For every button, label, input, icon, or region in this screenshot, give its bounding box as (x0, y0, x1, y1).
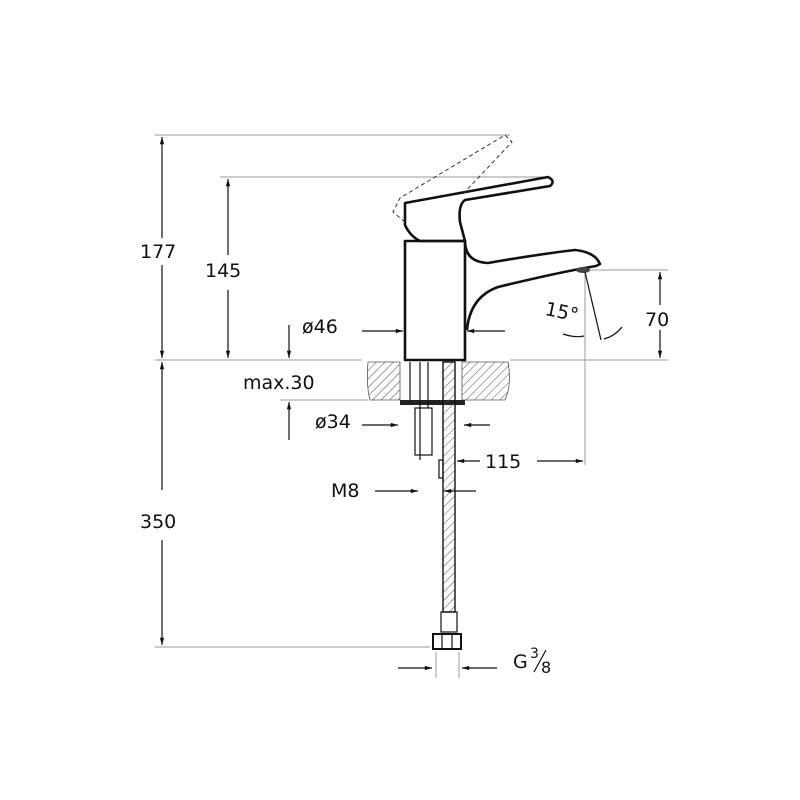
extension-lines (155, 134, 668, 648)
dim-350: 350 (140, 511, 176, 533)
dim-70: 70 (645, 309, 669, 331)
dim-diameter-34: ø34 (315, 411, 351, 433)
faucet-body (403, 239, 602, 362)
dim-115: 115 (485, 451, 521, 473)
thread-prefix: G (513, 651, 528, 673)
dim-m8: M8 (331, 480, 359, 502)
dim-diameter-46: ø46 (302, 316, 338, 338)
dim-145: 145 (205, 260, 241, 282)
fraction-numerator: 3 (530, 646, 539, 662)
dimension-lines (159, 137, 663, 678)
fraction-denominator: 8 (541, 658, 551, 677)
dim-177: 177 (140, 241, 176, 263)
dimension-labels: 177 145 70 15° ø46 max.30 ø34 115 M8 350… (140, 241, 669, 677)
dim-15-degrees: 15° (543, 298, 581, 327)
handle (392, 134, 554, 243)
countertop-section (366, 361, 510, 401)
dim-max-30: max.30 (243, 372, 315, 394)
dim-g-3-8: G 3 8 (513, 646, 551, 677)
supply-hoses (400, 361, 465, 650)
